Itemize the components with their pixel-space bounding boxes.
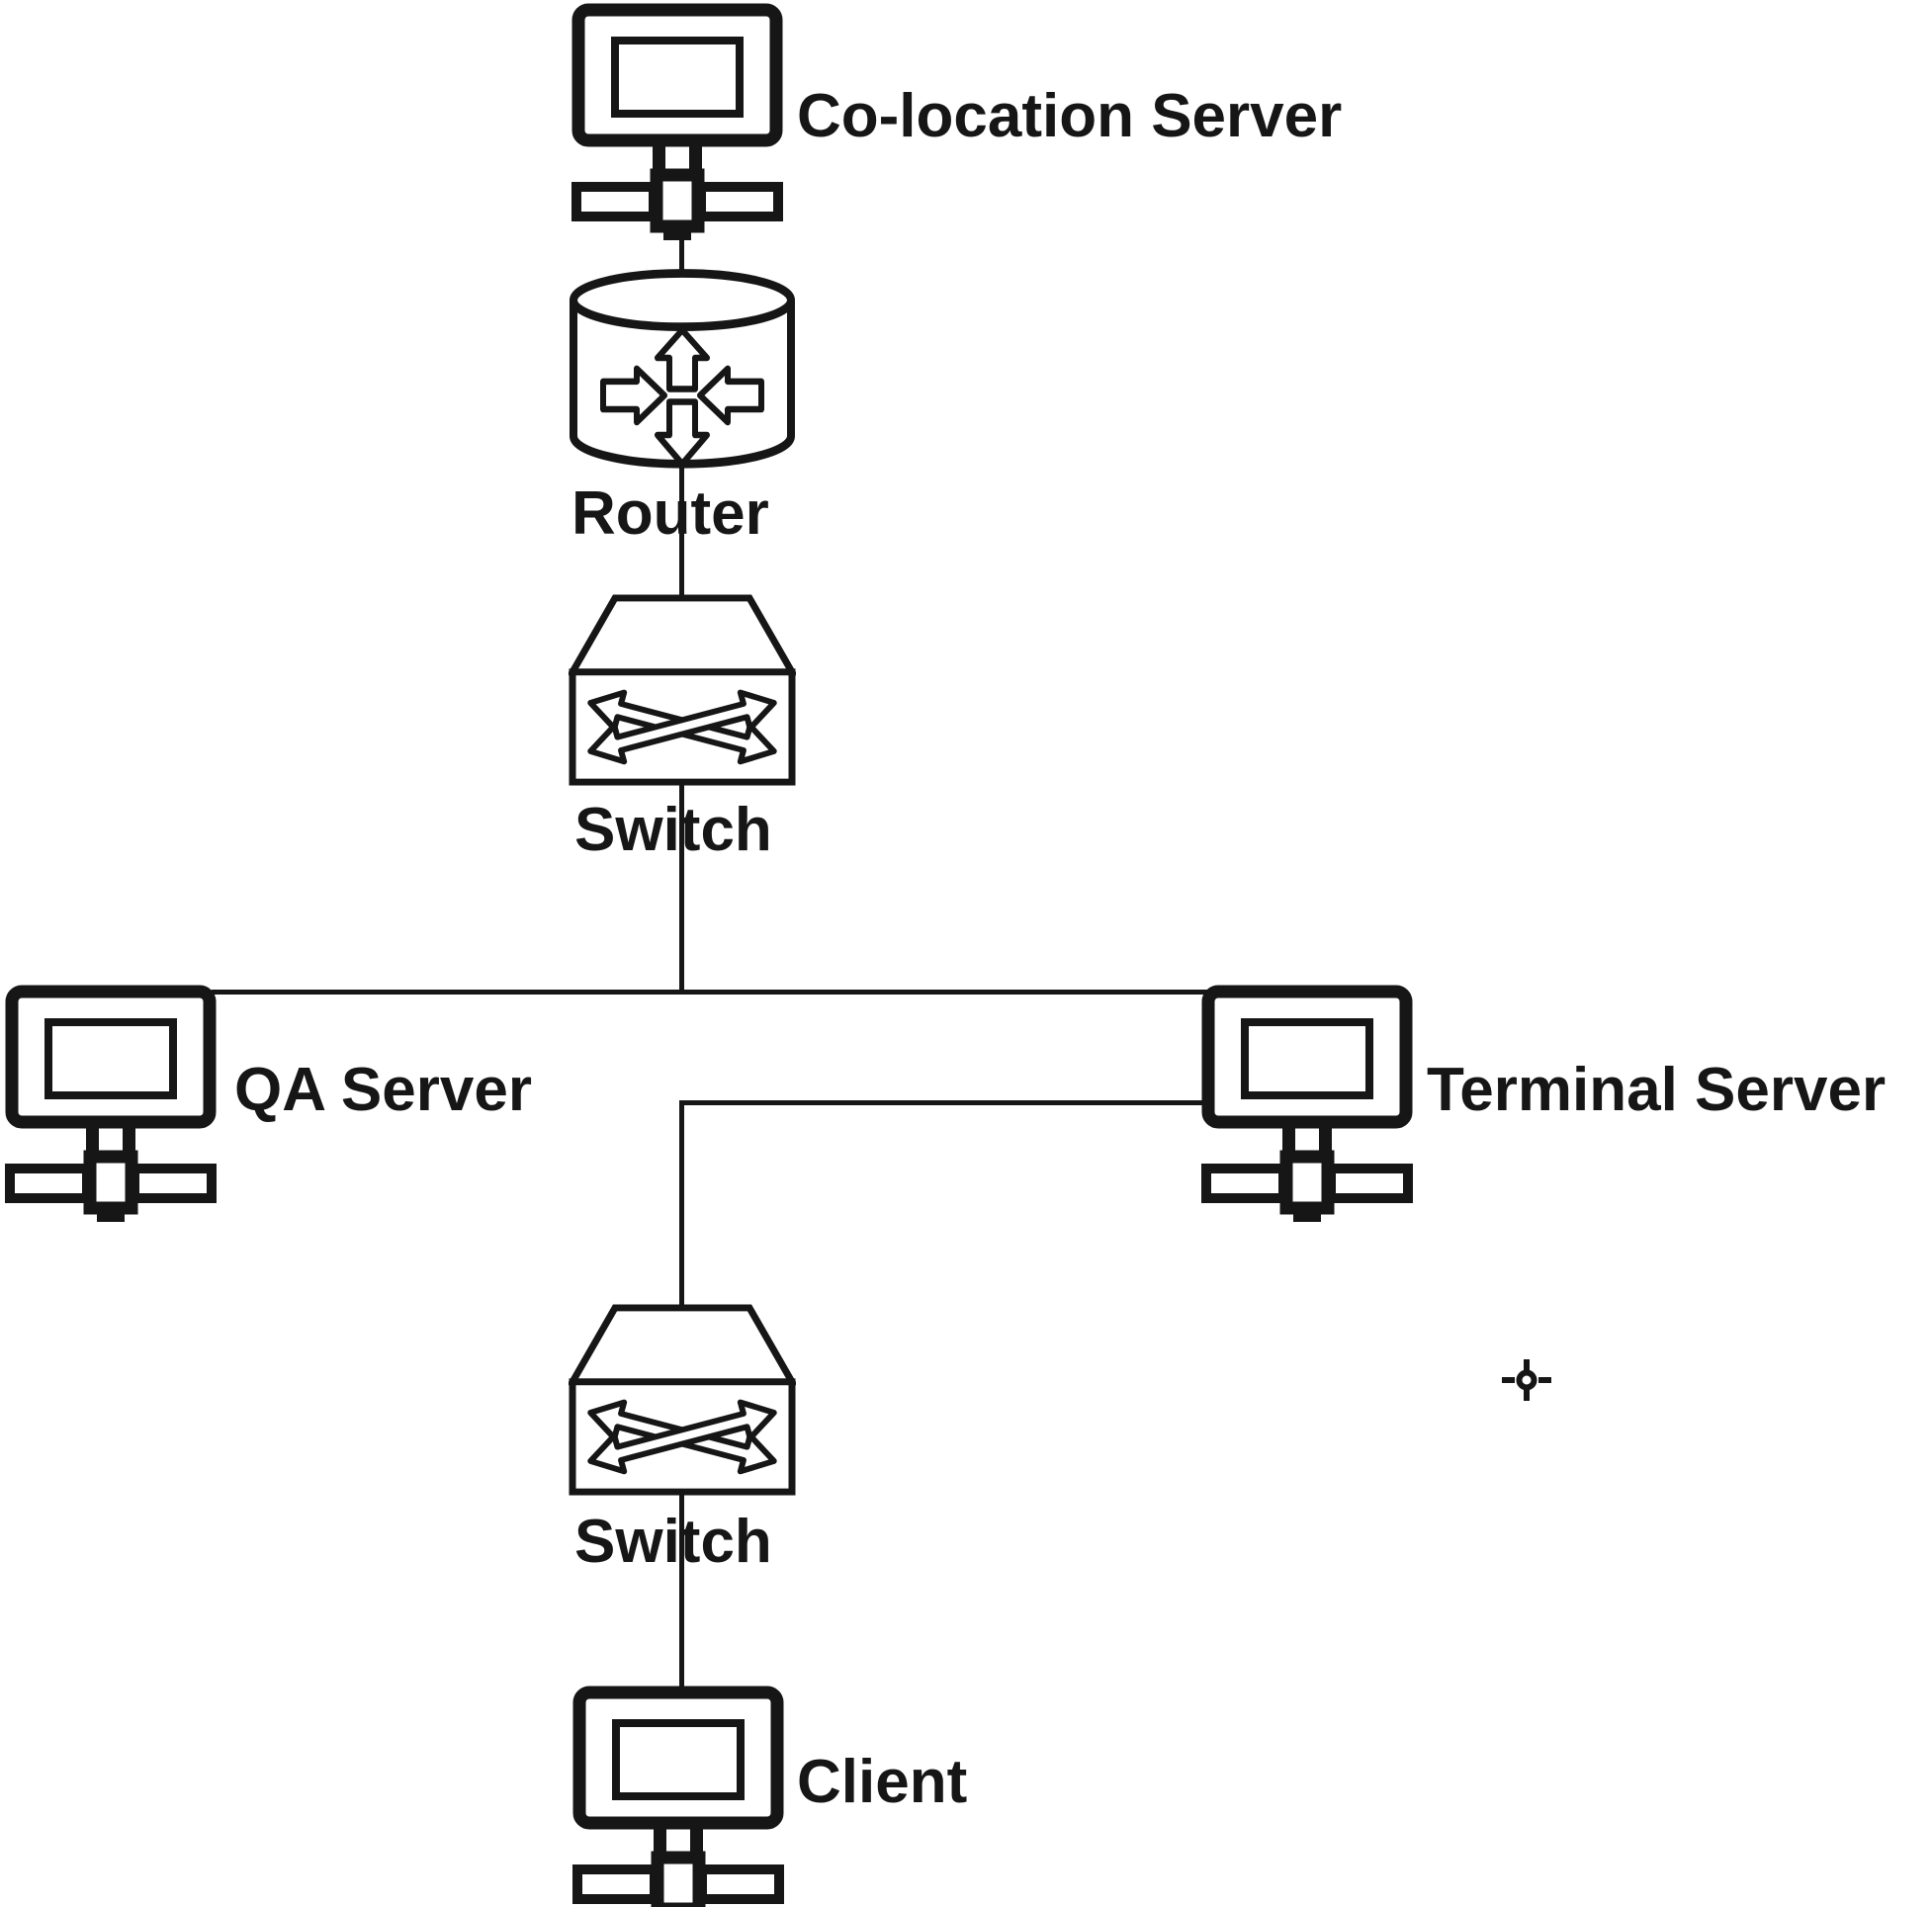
label-qa-server: QA Server bbox=[234, 1056, 532, 1124]
router-icon bbox=[569, 267, 796, 486]
label-switch-top: Switch bbox=[574, 796, 772, 864]
crosshair-cursor-icon bbox=[1499, 1356, 1554, 1404]
switch-icon bbox=[569, 593, 796, 788]
workstation-icon bbox=[2, 985, 220, 1222]
node-co-location-server[interactable] bbox=[569, 3, 786, 240]
edge-router-switch bbox=[679, 463, 684, 597]
label-terminal-server: Terminal Server bbox=[1427, 1056, 1887, 1124]
label-client: Client bbox=[797, 1748, 968, 1816]
label-switch-bottom: Switch bbox=[574, 1508, 772, 1576]
workstation-icon bbox=[1198, 985, 1416, 1222]
edge-switch2-client bbox=[679, 1491, 684, 1690]
workstation-icon bbox=[570, 1686, 787, 1907]
node-router[interactable] bbox=[569, 267, 796, 486]
edge-branch-switch2 bbox=[679, 1100, 684, 1307]
node-switch-top[interactable] bbox=[569, 593, 796, 788]
label-router: Router bbox=[571, 479, 769, 548]
edge-switch-lan-bus bbox=[679, 781, 684, 993]
node-qa-server[interactable] bbox=[2, 985, 220, 1222]
edge-terminal-branch bbox=[679, 1100, 1204, 1105]
node-terminal-server[interactable] bbox=[1198, 985, 1416, 1222]
edge-colo-router bbox=[679, 237, 684, 271]
workstation-icon bbox=[569, 3, 786, 240]
node-switch-bottom[interactable] bbox=[569, 1303, 796, 1498]
label-co-location-server: Co-location Server bbox=[797, 82, 1343, 150]
node-client[interactable] bbox=[570, 1686, 787, 1907]
edge-lan-bus bbox=[212, 990, 1210, 995]
switch-icon bbox=[569, 1303, 796, 1498]
